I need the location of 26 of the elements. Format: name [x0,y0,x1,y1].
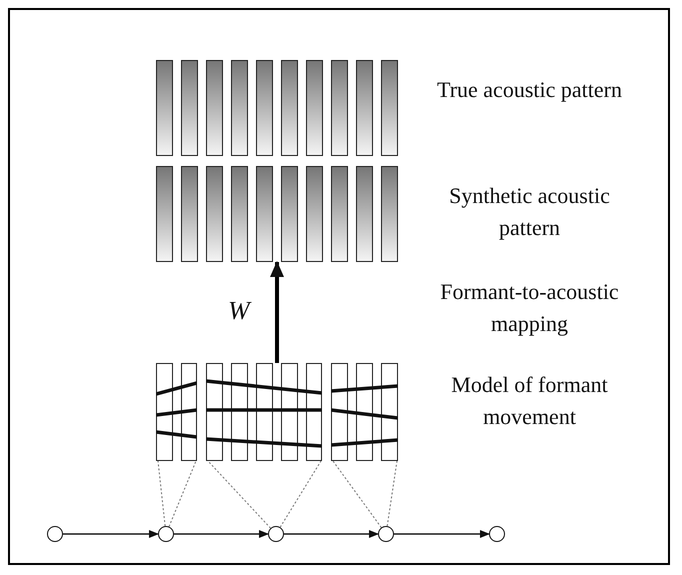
formant-model [156,363,398,461]
arrow [174,530,269,538]
dotted-line [386,460,398,527]
state-circle [158,526,174,542]
arrow [270,261,284,363]
mapping-caption: Formant-to-acoustic mapping [439,278,620,338]
formant-segment [331,363,398,461]
state-circle [378,526,394,542]
formant-segment [206,363,322,461]
layer-caption: Model of formant movement [450,371,609,431]
layer-caption: True acoustic pattern [436,76,623,104]
state-circle [489,526,505,542]
dotted-line [168,460,196,528]
arrow [63,530,159,538]
formant-segment [156,363,197,461]
state-circle [268,526,284,542]
layer-caption: Synthetic acoustic pattern [448,182,611,242]
dotted-line [280,460,322,528]
arrow [394,530,490,538]
arrow [284,530,379,538]
dotted-line [332,460,382,528]
dotted-line [158,460,166,527]
spectrogram-bars [156,60,398,156]
spectrogram-bars [156,166,398,262]
dotted-line [208,460,272,529]
state-circle [47,526,63,542]
